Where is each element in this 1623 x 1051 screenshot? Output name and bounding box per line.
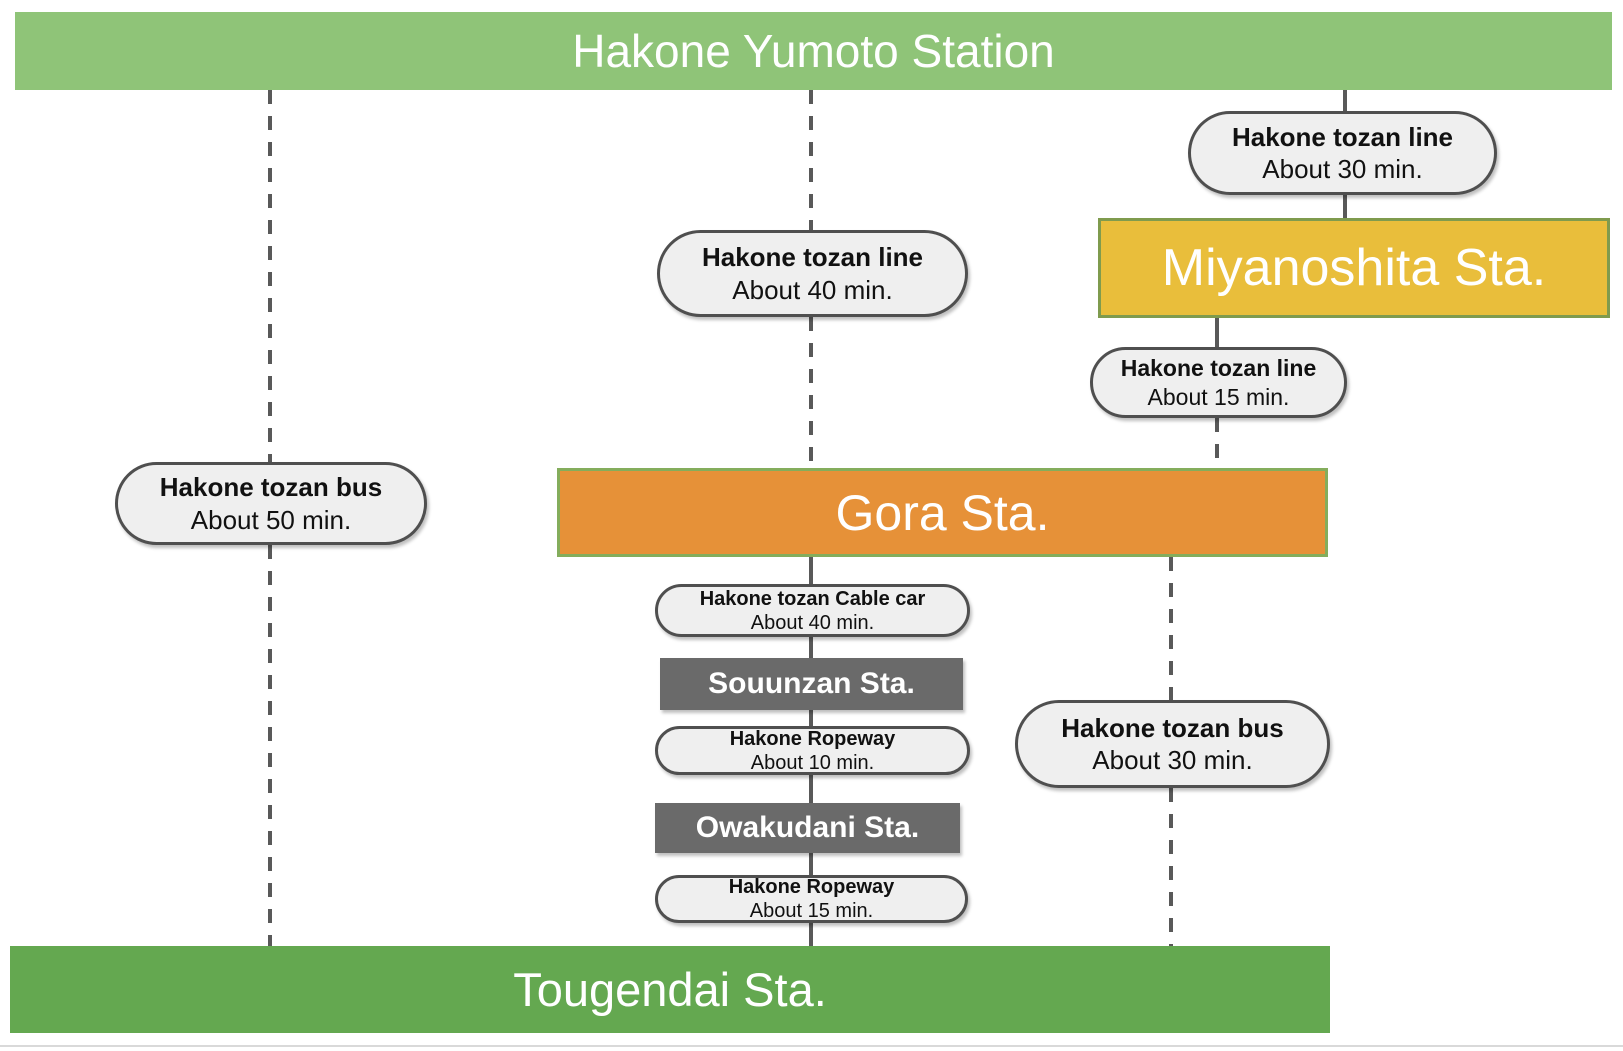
connector-miyanoshita-line15 [1215,318,1219,347]
station-label-gora: Gora Sta. [835,484,1050,541]
route-duration-label: About 30 min. [1092,745,1253,775]
route-mode-label: Hakone tozan bus [159,472,383,502]
route-pill-tozan-bus-30min: Hakone tozan bus About 30 min. [1015,700,1330,788]
station-bar-souunzan: Souunzan Sta. [660,658,963,710]
route-duration-label: About 40 min. [732,274,893,305]
connector-owakudani-ropeway15 [809,853,813,875]
route-mode-label: Hakone tozan line [1120,354,1317,381]
route-pill-tozan-bus-50min: Hakone tozan bus About 50 min. [115,462,427,545]
connector-yumoto-bus50 [268,90,272,462]
route-duration-label: About 30 min. [1262,154,1423,184]
connector-line30-miyanoshita [1343,195,1347,218]
route-duration-label: About 15 min. [749,900,874,922]
connector-yumoto-line40 [809,90,813,230]
station-label-miyanoshita: Miyanoshita Sta. [1161,239,1547,297]
connector-line40-gora [809,317,813,468]
connector-bus30-tougendai [1169,788,1173,946]
station-label-hakone-yumoto: Hakone Yumoto Station [572,25,1055,77]
station-label-owakudani: Owakudani Sta. [695,811,920,844]
route-duration-label: About 15 min. [1147,383,1290,410]
route-mode-label: Hakone Ropeway [728,876,895,898]
route-duration-label: About 40 min. [750,611,875,634]
station-label-souunzan: Souunzan Sta. [708,667,915,700]
route-pill-cable-car-40min: Hakone tozan Cable car About 40 min. [655,584,970,637]
route-pill-ropeway-10min: Hakone Ropeway About 10 min. [655,726,970,775]
route-mode-label: Hakone Ropeway [729,727,896,750]
bottom-divider-line [0,1045,1623,1047]
route-mode-label: Hakone tozan line [1231,121,1454,152]
station-bar-owakudani: Owakudani Sta. [655,803,960,853]
connector-ropeway15-tougendai [809,923,813,946]
route-mode-label: Hakone tozan bus [1061,712,1284,743]
route-duration-label: About 50 min. [190,504,352,535]
station-bar-miyanoshita: Miyanoshita Sta. [1098,218,1610,318]
connector-ropeway10-upper [809,710,813,726]
station-bar-hakone-yumoto: Hakone Yumoto Station [15,12,1612,90]
connector-gora-bus30 [1169,557,1173,700]
station-bar-gora: Gora Sta. [557,468,1328,557]
route-duration-label: About 10 min. [750,751,875,774]
connector-yumoto-line30 [1343,90,1347,111]
route-mode-label: Hakone tozan Cable car [699,587,926,610]
route-pill-tozan-line-30min: Hakone tozan line About 30 min. [1188,111,1497,195]
connector-gora-cablecar [809,557,813,584]
route-mode-label: Hakone tozan line [701,242,924,272]
station-bar-tougendai: Tougendai Sta. [10,946,1330,1033]
connector-cablecar-souunzan [809,637,813,658]
connector-ropeway10-owakudani [809,775,813,803]
connector-line15-gora [1215,418,1219,468]
route-pill-ropeway-15min: Hakone Ropeway About 15 min. [655,875,968,923]
connector-bus50-tougendai [268,545,272,946]
station-label-tougendai: Tougendai Sta. [513,963,827,1016]
route-pill-tozan-line-40min: Hakone tozan line About 40 min. [657,230,968,317]
route-pill-tozan-line-15min: Hakone tozan line About 15 min. [1090,347,1347,418]
